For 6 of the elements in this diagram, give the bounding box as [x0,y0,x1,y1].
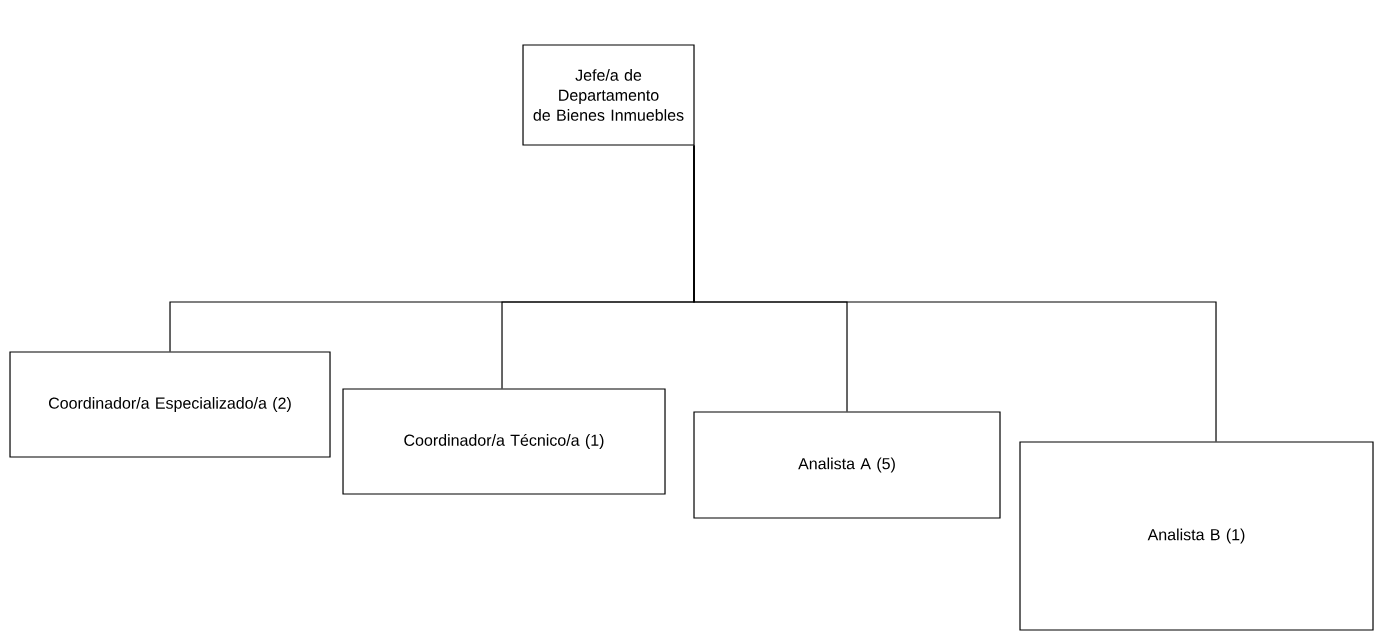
org-box: Coordinador/a Especializado/a (2) [9,351,331,458]
connector-line [693,145,1217,442]
org-box: Analista B (1) [1019,441,1374,631]
org-box: Analista A (5) [693,411,1001,519]
org-box: Coordinador/a Técnico/a (1) [342,388,666,495]
org-box: Jefe/a de Departamento de Bienes Inmuebles [522,44,695,146]
